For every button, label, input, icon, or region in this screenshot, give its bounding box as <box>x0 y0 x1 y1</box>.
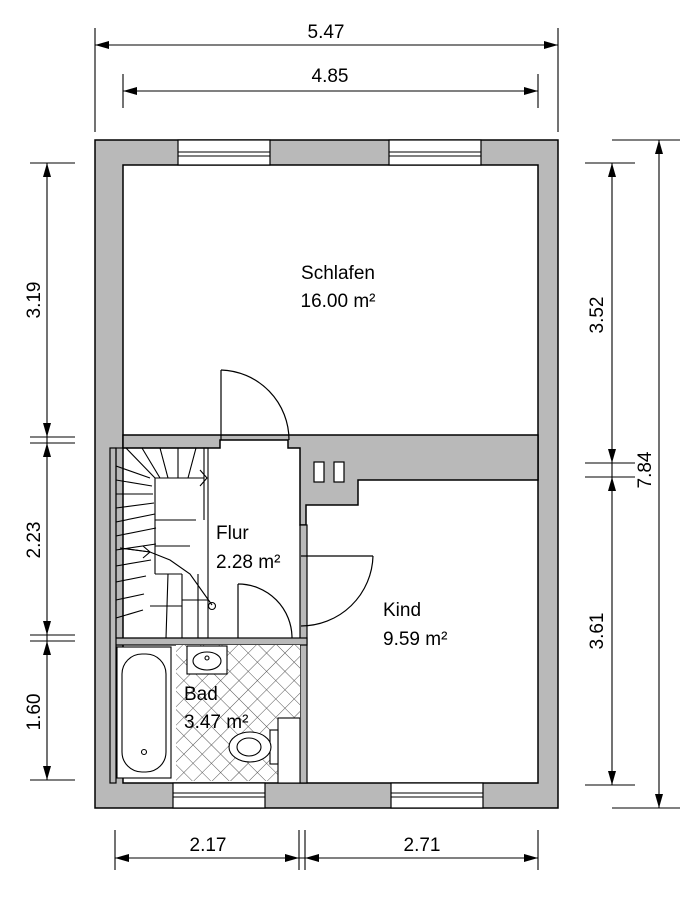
room-area-flur: 2.28 m² <box>216 552 280 573</box>
dim-left-lower-label: 1.60 <box>24 694 45 731</box>
shaft-1 <box>313 461 325 483</box>
door-kind <box>300 555 374 627</box>
toilet <box>228 729 279 765</box>
dim-bottom-chain: 2.17 2.71 <box>114 830 539 870</box>
interior-wall-left <box>109 447 117 784</box>
window-bottom-right <box>390 782 484 809</box>
dim-top-inner: 4.85 <box>122 66 539 108</box>
door-bad <box>237 583 293 639</box>
bathroom-wall-stub <box>277 717 301 784</box>
dim-right-overall: 7.84 <box>612 139 680 809</box>
dim-right-chain: 3.52 3.61 <box>585 162 635 786</box>
bathroom <box>116 645 301 784</box>
dim-bottom-left-label: 2.17 <box>190 835 227 856</box>
room-name-bad: Bad <box>184 684 218 705</box>
room-area-kind: 9.59 m² <box>383 629 447 650</box>
dim-right-overall-label: 7.84 <box>635 451 656 488</box>
room-name-schlafen: Schlafen <box>301 263 375 284</box>
room-name-kind: Kind <box>383 600 421 621</box>
interior-wall-bath <box>114 637 308 646</box>
dim-top-overall-label: 5.47 <box>308 22 345 43</box>
door-schlafen <box>220 369 290 441</box>
sink <box>186 645 228 675</box>
dimension-lines: 5.47 4.85 3.19 2.23 <box>24 22 680 870</box>
ventilation-shafts <box>313 461 345 483</box>
dim-right-lower-label: 3.61 <box>587 613 608 650</box>
doors <box>220 369 374 639</box>
window-bottom-left <box>172 782 266 809</box>
dim-left-upper-label: 3.19 <box>24 282 45 319</box>
shaft-2 <box>333 461 345 483</box>
dim-top-overall: 5.47 <box>94 22 559 132</box>
bathtub <box>116 646 172 779</box>
room-name-flur: Flur <box>216 523 249 544</box>
room-area-bad: 3.47 m² <box>184 712 248 733</box>
dim-left-chain: 3.19 2.23 1.60 <box>24 162 75 781</box>
windows <box>172 139 484 809</box>
dim-left-middle-label: 2.23 <box>24 522 45 559</box>
interior-wall-vertical <box>299 524 308 784</box>
dim-right-upper-label: 3.52 <box>587 297 608 334</box>
walls <box>94 139 559 809</box>
dim-top-inner-label: 4.85 <box>312 66 349 87</box>
room-area-schlafen: 16.00 m² <box>301 291 376 312</box>
dim-bottom-right-label: 2.71 <box>404 835 441 856</box>
staircase <box>115 447 217 639</box>
room-labels: Schlafen 16.00 m² Flur 2.28 m² Kind 9.59… <box>184 263 447 733</box>
window-top-left <box>177 139 271 166</box>
window-top-right <box>388 139 482 166</box>
